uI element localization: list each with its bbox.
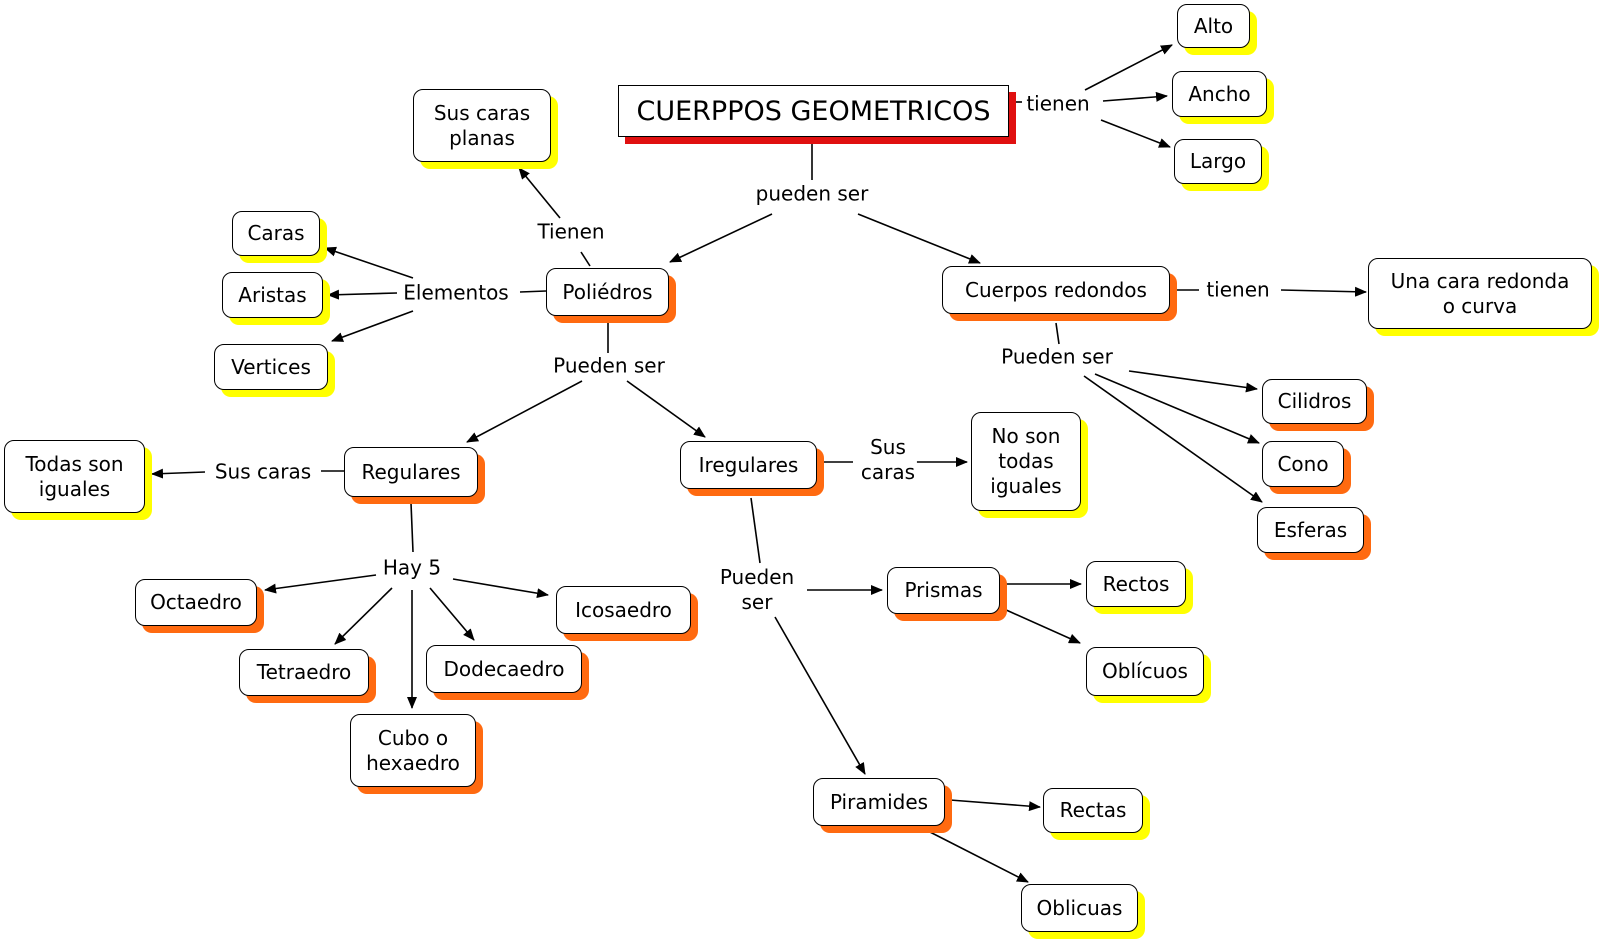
link-pueden-ser-redondos: Pueden ser [999, 344, 1115, 370]
node-aristas: Aristas [222, 272, 323, 318]
link-sus-caras-iregulares: Sus caras [858, 435, 918, 485]
edge-elementos-vertices [331, 310, 414, 342]
node-largo: Largo [1174, 139, 1262, 184]
edge-iregulares-puedenser [750, 497, 761, 564]
node-cuerpos-redondos: Cuerpos redondos [942, 266, 1170, 314]
edge-redondos-puedenser [1055, 322, 1060, 345]
edge-tienen-unacara [1280, 286, 1367, 297]
node-poliedros: Poliédros [546, 268, 669, 316]
edge-puedenser-redondos [857, 213, 981, 264]
edge-puedenser-poliedros [669, 213, 773, 263]
edge-puedenser-piramides [774, 616, 866, 775]
edge-piramides-oblicuas [927, 830, 1029, 883]
node-rectos: Rectos [1086, 561, 1186, 607]
edge-hay5-octaedro [264, 574, 377, 594]
main-concept-title: CUERPPOS GEOMETRICOS [618, 85, 1009, 137]
node-sus-caras-planas: Sus caras planas [413, 89, 551, 162]
link-pueden-ser-iregulares: Pueden ser [717, 565, 797, 615]
node-oblicuos-prisma: Oblícuos [1086, 647, 1204, 696]
node-cilidros: Cilidros [1262, 379, 1367, 424]
edge-puedenser-cilidros [1128, 370, 1258, 393]
node-alto: Alto [1177, 4, 1250, 48]
node-dodecaedro: Dodecaedro [426, 645, 582, 693]
link-pueden-ser-poliedros: Pueden ser [551, 353, 667, 379]
node-cubo-hexaedro: Cubo o hexaedro [350, 714, 476, 787]
node-regulares: Regulares [344, 447, 478, 497]
edge-puedenser-esferas [1083, 375, 1263, 503]
edge-tienen-largo [1100, 119, 1171, 148]
edge-tienen-alto [1084, 44, 1173, 91]
edge-prismas-oblicuos [1003, 608, 1081, 644]
edge-poliedros-tienen [580, 251, 591, 267]
node-octaedro: Octaedro [135, 579, 257, 626]
edge-puedenser-regulares [466, 380, 583, 443]
node-vertices: Vertices [214, 344, 328, 390]
node-no-todas-iguales: No son todas iguales [971, 412, 1081, 511]
node-una-cara-redonda: Una cara redonda o curva [1368, 258, 1592, 329]
edge-piramides-rectas [949, 799, 1041, 812]
edge-hay5-dodecaedro [429, 587, 475, 641]
edge-elementos-caras [324, 246, 414, 279]
link-pueden-ser-title: pueden ser [753, 181, 871, 207]
edge-suscaras-todas [151, 468, 206, 479]
node-iregulares: Iregulares [680, 441, 817, 489]
edge-elementos-aristas [327, 289, 398, 300]
node-esferas: Esferas [1257, 507, 1364, 553]
link-sus-caras-regulares: Sus caras [212, 459, 314, 485]
edge-tienen-suscaras [518, 167, 561, 219]
node-icosaedro: Icosaedro [556, 586, 691, 634]
edge-puedenser-cono [1094, 373, 1260, 444]
node-caras: Caras [232, 211, 320, 256]
node-ancho: Ancho [1172, 71, 1267, 117]
link-hay-5: Hay 5 [380, 555, 444, 581]
link-tienen-redondos: tienen [1204, 277, 1272, 303]
node-tetraedro: Tetraedro [239, 649, 369, 696]
link-elementos: Elementos [401, 280, 511, 306]
edge-puedenser-iregulares [626, 380, 706, 438]
node-prismas: Prismas [887, 567, 1000, 614]
edge-hay5-icosaedro [452, 578, 549, 599]
node-todas-iguales: Todas son iguales [4, 440, 145, 513]
edge-poliedros-elementos [519, 290, 547, 293]
link-tienen-poliedros: Tienen [535, 219, 607, 245]
node-cono: Cono [1262, 441, 1344, 487]
link-tienen-title: tienen [1024, 91, 1092, 117]
edge-tienen-ancho [1102, 91, 1168, 102]
edge-hay5-tetraedro [334, 587, 393, 645]
edge-regulares-hay5 [410, 502, 414, 553]
node-piramides: Piramides [813, 778, 945, 826]
node-rectas: Rectas [1043, 788, 1143, 833]
node-oblicuas: Oblicuas [1021, 884, 1138, 932]
